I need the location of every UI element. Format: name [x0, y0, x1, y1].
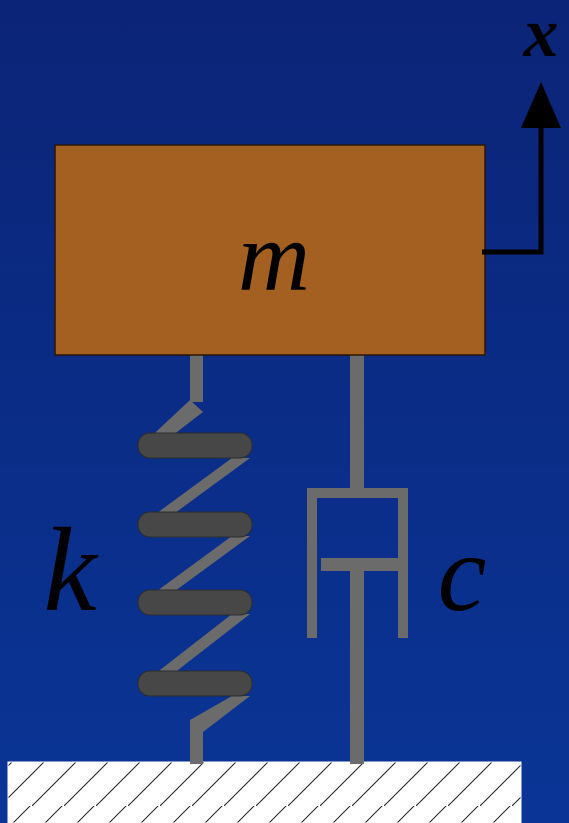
- spring-label: k: [43, 503, 99, 636]
- displacement-label: x: [523, 0, 559, 72]
- damper-cylinder-right: [398, 488, 408, 638]
- spring-segment: [142, 536, 250, 602]
- spring-segment: [142, 614, 250, 684]
- ground: [7, 761, 522, 823]
- spring-segment: [142, 458, 250, 524]
- arrowhead: [521, 82, 561, 128]
- spring-coil: [137, 511, 253, 538]
- spring-coil: [137, 589, 253, 616]
- damper-cylinder-top: [307, 488, 408, 498]
- damper: [307, 354, 408, 764]
- damper-cylinder-left: [307, 488, 317, 638]
- damper-bottom-rod: [350, 571, 364, 764]
- spring-top-rod: [190, 354, 203, 402]
- damper-label: c: [438, 512, 487, 634]
- displacement-arrow: [482, 82, 561, 255]
- spring-segment: [190, 696, 250, 732]
- spring-coil: [137, 670, 253, 697]
- arrow-up-icon: [482, 120, 544, 255]
- mass-block: [54, 144, 486, 356]
- spring-coil: [137, 432, 253, 459]
- damper-top-rod: [350, 354, 364, 490]
- damper-piston: [321, 558, 398, 571]
- spring: [137, 354, 253, 764]
- spring-bottom-rod: [190, 720, 203, 764]
- mass-label: m: [238, 201, 310, 312]
